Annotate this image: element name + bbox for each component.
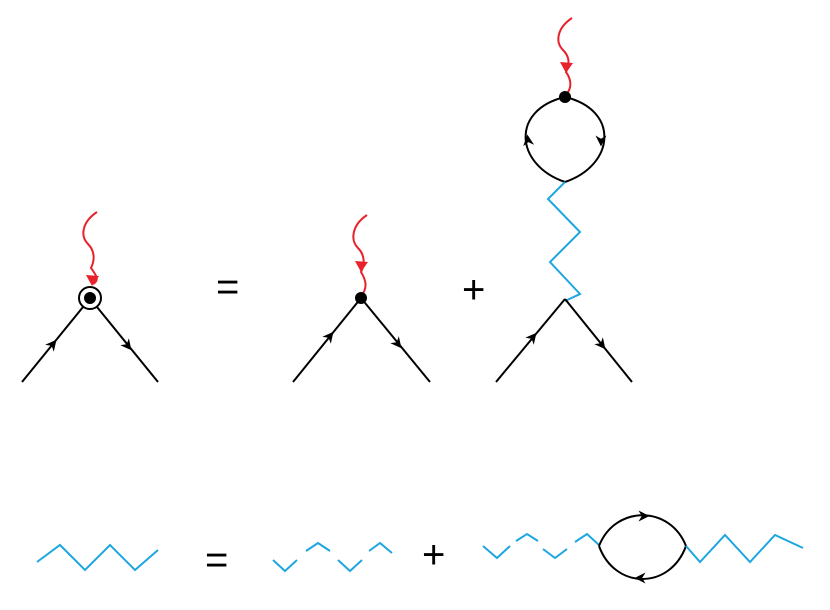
bottom-equals-sign: = [205, 538, 228, 582]
vertex-dot [559, 91, 571, 103]
vertex-dot [355, 292, 367, 304]
fermion-bubble-bottom [598, 545, 687, 580]
fermion-bubble-right [564, 96, 606, 183]
interaction-segment [305, 541, 331, 552]
outgoing-fermion-line [360, 297, 431, 383]
bare-vertex-diagram [292, 214, 431, 383]
bare-interaction-dashed-zigzag [272, 541, 393, 573]
interaction-segment [482, 545, 511, 560]
top-equals-sign: = [216, 265, 239, 309]
vertex-dot [84, 292, 96, 304]
outgoing-fermion-line [564, 298, 633, 383]
bare-interaction-dashed-zigzag [482, 532, 600, 560]
interaction-zigzag [685, 533, 804, 564]
interaction-segment [574, 532, 600, 546]
interaction-segment [542, 548, 568, 560]
bubble-interaction-diagram [482, 510, 804, 584]
fermion-arrow [523, 134, 535, 147]
photon-wavy-line [82, 211, 98, 285]
incoming-fermion-line [495, 298, 566, 383]
interaction-segment [272, 559, 298, 573]
incoming-fermion-line [21, 306, 84, 383]
photon-arrowhead [560, 62, 573, 73]
bubble-vertex-diagram [495, 17, 633, 383]
photon-wavy-line [352, 214, 368, 297]
interaction-segment [368, 541, 393, 554]
dressed-vertex-diagram [21, 211, 159, 383]
outgoing-fermion-line [96, 306, 159, 383]
photon-wavy-line [557, 17, 573, 97]
top-plus-sign: + [462, 268, 485, 312]
photon-arrowhead [355, 261, 368, 272]
interaction-segment [337, 559, 363, 573]
fermion-bubble-left [524, 96, 566, 183]
dressed-interaction-zigzag [36, 543, 159, 572]
interaction-zigzag [546, 181, 582, 302]
interaction-segment [515, 532, 539, 542]
bottom-plus-sign: + [422, 533, 445, 577]
photon-arrowhead [86, 275, 99, 286]
incoming-fermion-line [292, 297, 362, 383]
fermion-bubble-top [598, 514, 687, 547]
